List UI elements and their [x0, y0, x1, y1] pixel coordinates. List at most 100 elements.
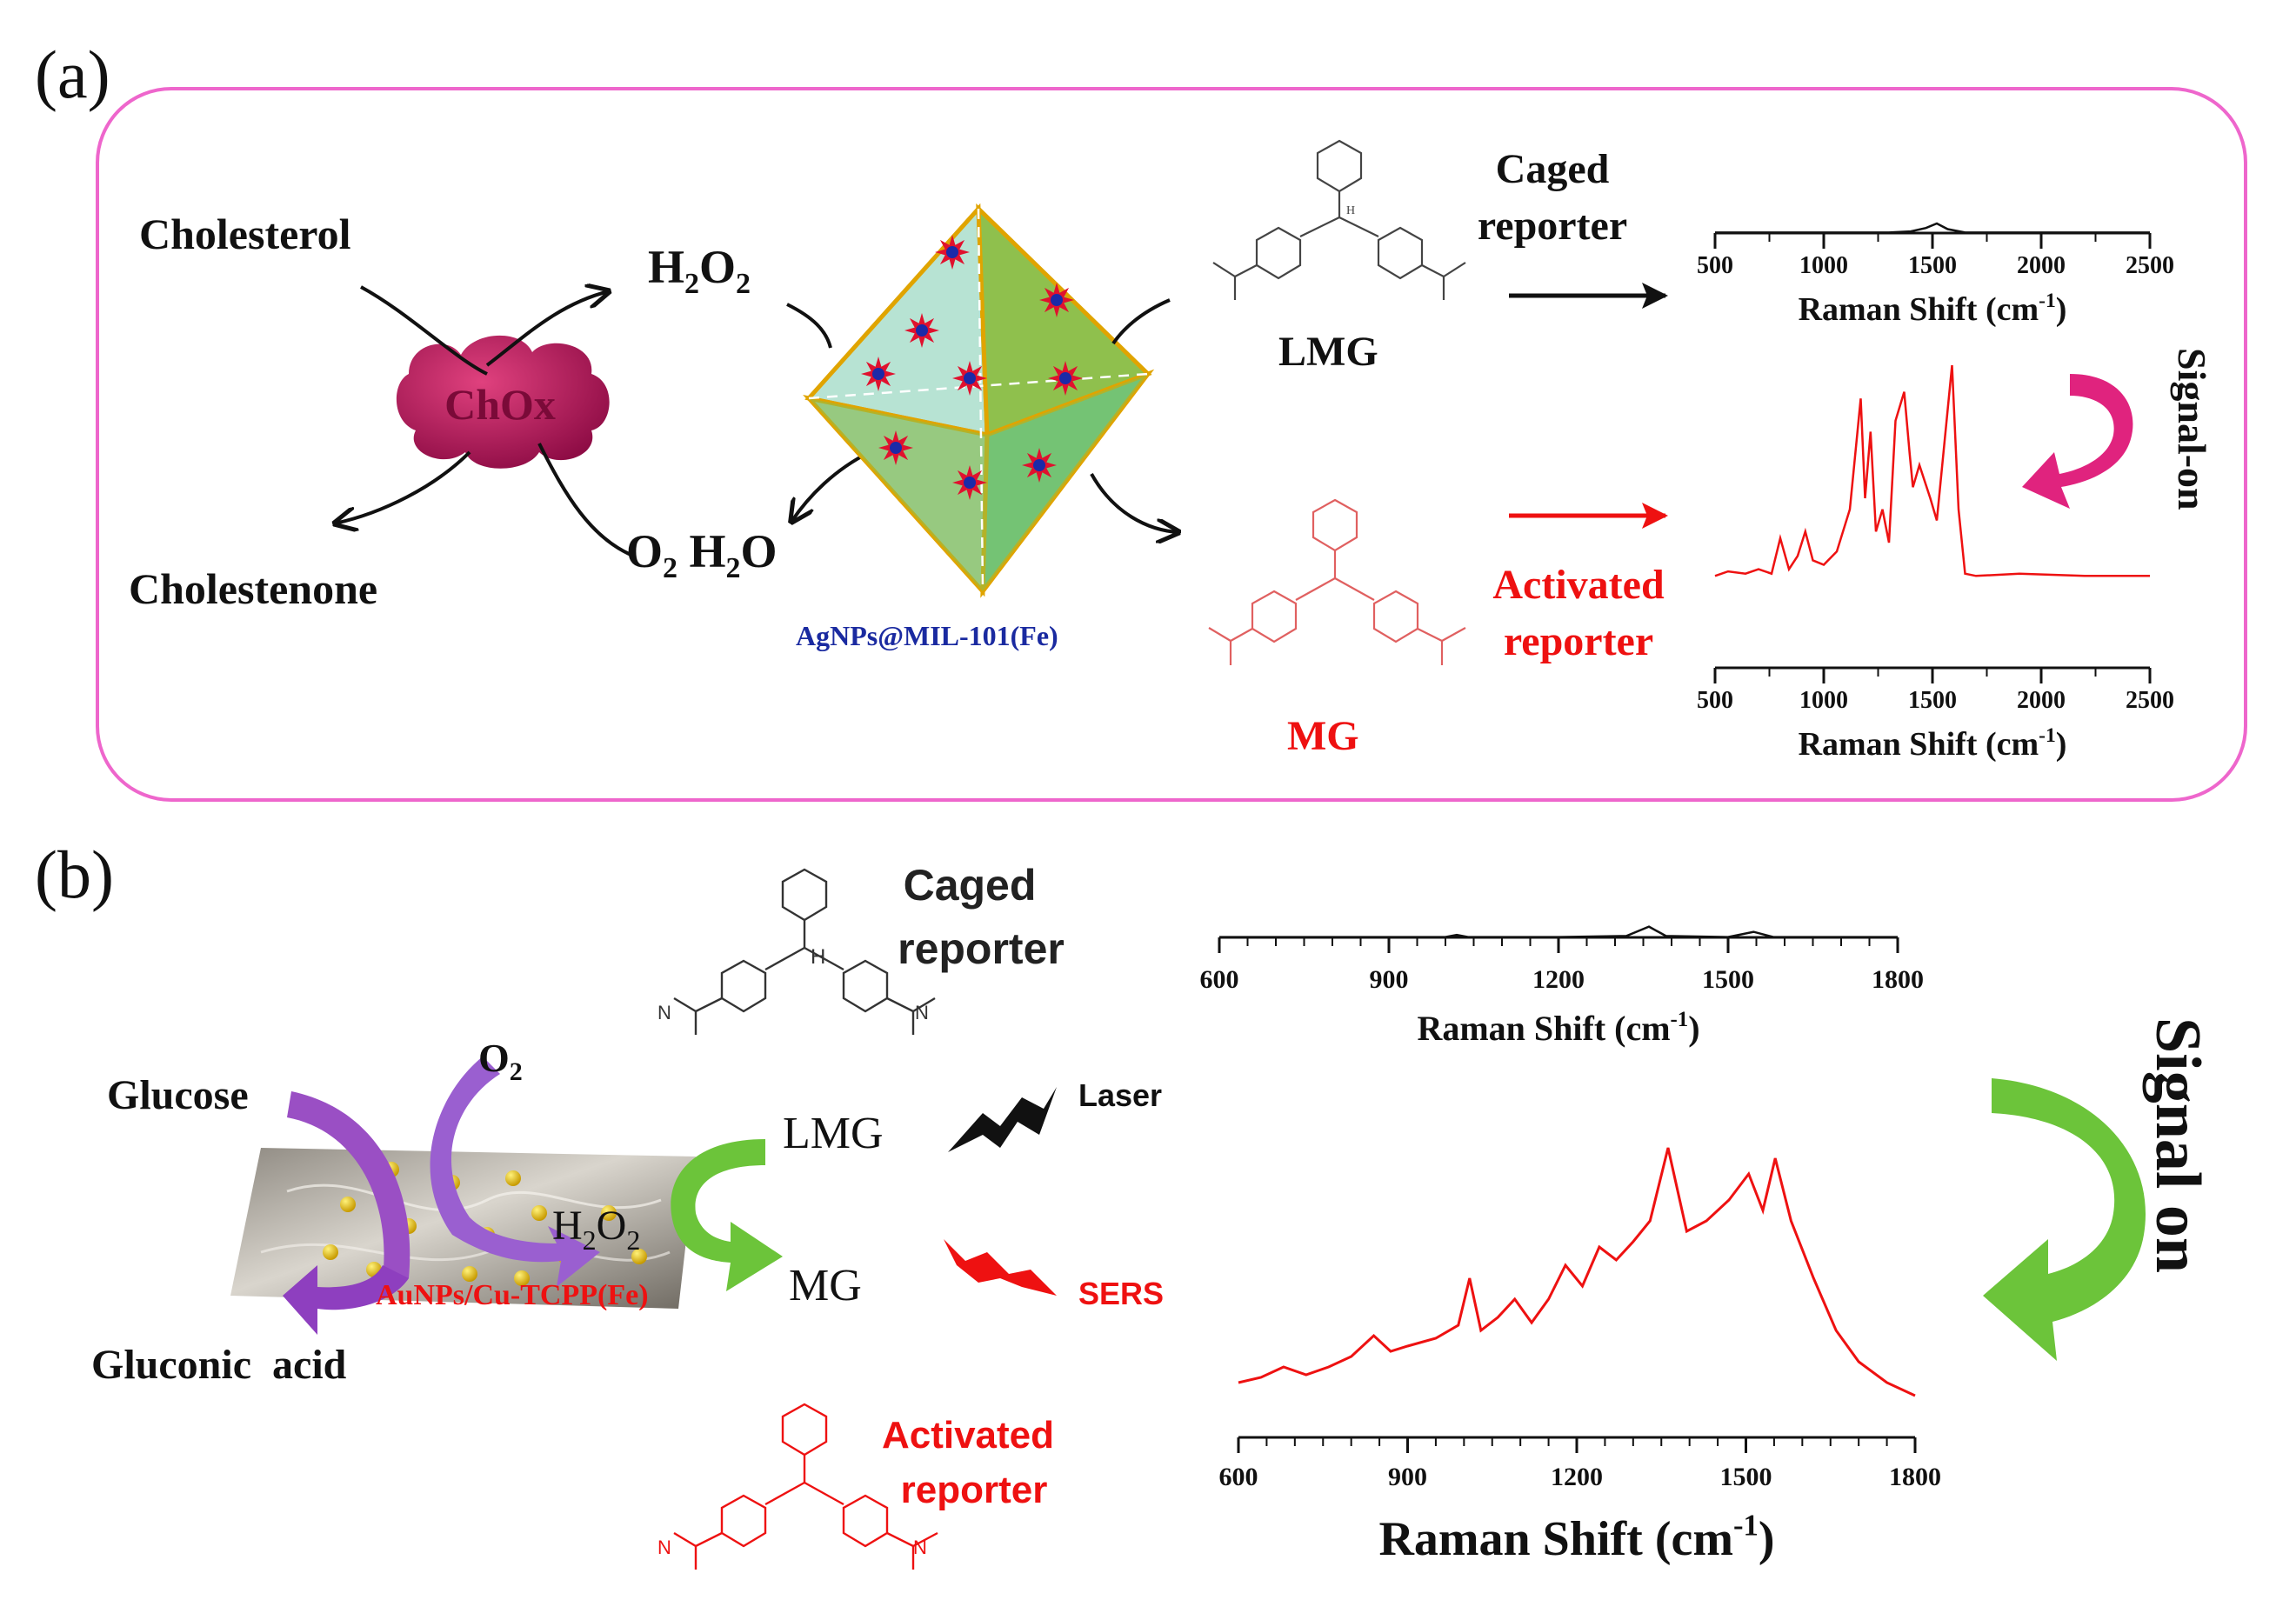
ag-core	[1059, 372, 1071, 384]
o2-h2o-label-a: O2 H2O	[626, 525, 778, 584]
purple-arrow-glucose	[287, 1091, 410, 1278]
activated-reporter-b-line2: reporter	[901, 1469, 1048, 1511]
sers-bolt-icon	[944, 1239, 1057, 1296]
mil101-octahedron-icon	[803, 203, 1155, 598]
x-axis-title: Raman Shift (cm-1)	[1378, 1509, 1774, 1566]
svg-text:N: N	[915, 1002, 929, 1023]
x-tick-label: 900	[1388, 1463, 1427, 1491]
x-tick-label: 900	[1370, 965, 1409, 994]
mg-structure-a	[1208, 498, 1466, 665]
laser-bolt-icon	[948, 1087, 1057, 1152]
signal-on-text-b: Signal on	[2142, 1017, 2213, 1273]
x-tick-label: 1000	[1799, 687, 1848, 714]
ag-core	[890, 442, 902, 454]
gold-nanoparticle-icon	[505, 1170, 521, 1186]
laser-label: Laser	[1078, 1077, 1162, 1113]
activated-reporter-a-line2: reporter	[1504, 618, 1653, 664]
ag-core	[872, 368, 884, 380]
activated-reporter-b-line1: Activated	[882, 1414, 1054, 1457]
purple-arrow-o2	[430, 1057, 600, 1287]
x-tick-label: 600	[1219, 1463, 1258, 1491]
mg-structure-b: N N	[657, 1403, 938, 1570]
panel-a-frame	[96, 87, 2247, 802]
svg-text:H2O2: H2O2	[552, 1203, 640, 1256]
caged-reporter-b-line2: reporter	[898, 924, 1065, 973]
framework-label: AgNPs@MIL-101(Fe)	[796, 620, 1058, 651]
x-tick-label: 1800	[1872, 965, 1924, 994]
x-tick-label: 2500	[2126, 687, 2174, 714]
x-tick-label: 1500	[1908, 252, 1957, 279]
lmg-label-b: LMG	[783, 1109, 884, 1158]
mg-label-b: MG	[789, 1261, 862, 1310]
gold-nanoparticle-icon	[514, 1270, 530, 1286]
cholesterol-label: Cholesterol	[139, 210, 351, 258]
svg-text:O2: O2	[478, 1036, 523, 1086]
ag-core	[1033, 459, 1045, 471]
x-tick-label: 2500	[2126, 252, 2174, 279]
ag-core	[1051, 294, 1063, 306]
gluconic-acid-label: Gluconic acid	[91, 1342, 347, 1388]
arrow-lmg-into-framework	[1111, 298, 1171, 345]
spectrum-line	[1219, 925, 1898, 938]
sers-label: SERS	[1078, 1276, 1164, 1311]
ag-core	[964, 477, 976, 489]
x-tick-label: 1500	[1908, 687, 1957, 714]
svg-text:H2O2: H2O2	[648, 241, 751, 300]
svg-text:H: H	[1346, 204, 1355, 217]
caged-reporter-a-line2: reporter	[1478, 203, 1627, 249]
gold-nanoparticle-icon	[631, 1249, 647, 1264]
o2-label-b: O2	[478, 1036, 523, 1086]
lmg-structure-a: H	[1212, 139, 1466, 300]
ag-core	[964, 372, 976, 384]
caged-reporter-b-line1: Caged	[904, 861, 1037, 910]
arrow-h2o2-into-framework	[786, 303, 832, 349]
spectrum-line	[1238, 1147, 1916, 1397]
h2o2-label-b: H2O2	[552, 1203, 640, 1256]
ag-core	[946, 246, 958, 258]
glucose-label: Glucose	[107, 1072, 249, 1118]
chox-enzyme-icon: ChOx	[396, 335, 610, 469]
purple-arrow-gluconic	[283, 1265, 409, 1335]
cholestenone-label: Cholestenone	[129, 564, 377, 613]
signal-on-text-a: Signal-on	[2170, 348, 2214, 510]
gold-nanoparticle-icon	[462, 1266, 477, 1282]
gold-nanoparticle-icon	[340, 1197, 356, 1212]
x-tick-label: 600	[1200, 965, 1239, 994]
panel-a-label: (a)	[35, 37, 110, 112]
svg-text:H: H	[811, 945, 825, 969]
mg-label-a: MG	[1287, 713, 1359, 759]
x-tick-label: 500	[1697, 687, 1733, 714]
x-tick-label: 500	[1697, 252, 1733, 279]
spectrum-line	[1714, 364, 2150, 577]
substrate-label: AuNPs/Cu-TCPP(Fe)	[376, 1279, 649, 1311]
green-arrow-lmg-to-mg	[671, 1139, 783, 1291]
x-axis-title: Raman Shift (cm-1)	[1417, 1008, 1699, 1048]
svg-text:N: N	[657, 1537, 671, 1558]
x-tick-label: 2000	[2017, 687, 2066, 714]
x-tick-label: 1800	[1889, 1463, 1941, 1491]
gold-nanoparticle-icon	[323, 1244, 338, 1260]
ag-core	[916, 324, 928, 337]
x-tick-label: 2000	[2017, 252, 2066, 279]
x-tick-label: 1200	[1551, 1463, 1603, 1491]
x-axis-title: Raman Shift (cm-1)	[1799, 724, 2067, 763]
x-axis-title: Raman Shift (cm-1)	[1799, 290, 2067, 328]
x-tick-label: 1500	[1720, 1463, 1772, 1491]
signal-on-arrow-b	[1983, 1078, 2146, 1361]
svg-text:N: N	[657, 1002, 671, 1023]
arrow-o2-to-cholestenone	[335, 443, 636, 558]
arrow-framework-to-mg	[1090, 473, 1178, 532]
lmg-label-a: LMG	[1278, 329, 1378, 375]
signal-on-arrow-a	[2022, 374, 2133, 509]
lmg-structure-b: H N N	[657, 868, 936, 1035]
x-tick-label: 1500	[1702, 965, 1754, 994]
gold-nanoparticle-icon	[531, 1205, 547, 1221]
svg-text:N: N	[913, 1537, 927, 1558]
x-tick-label: 1200	[1532, 965, 1585, 994]
arrow-cholesterol-to-h2o2	[360, 287, 609, 376]
svg-text:O2 H2O: O2 H2O	[626, 525, 778, 584]
